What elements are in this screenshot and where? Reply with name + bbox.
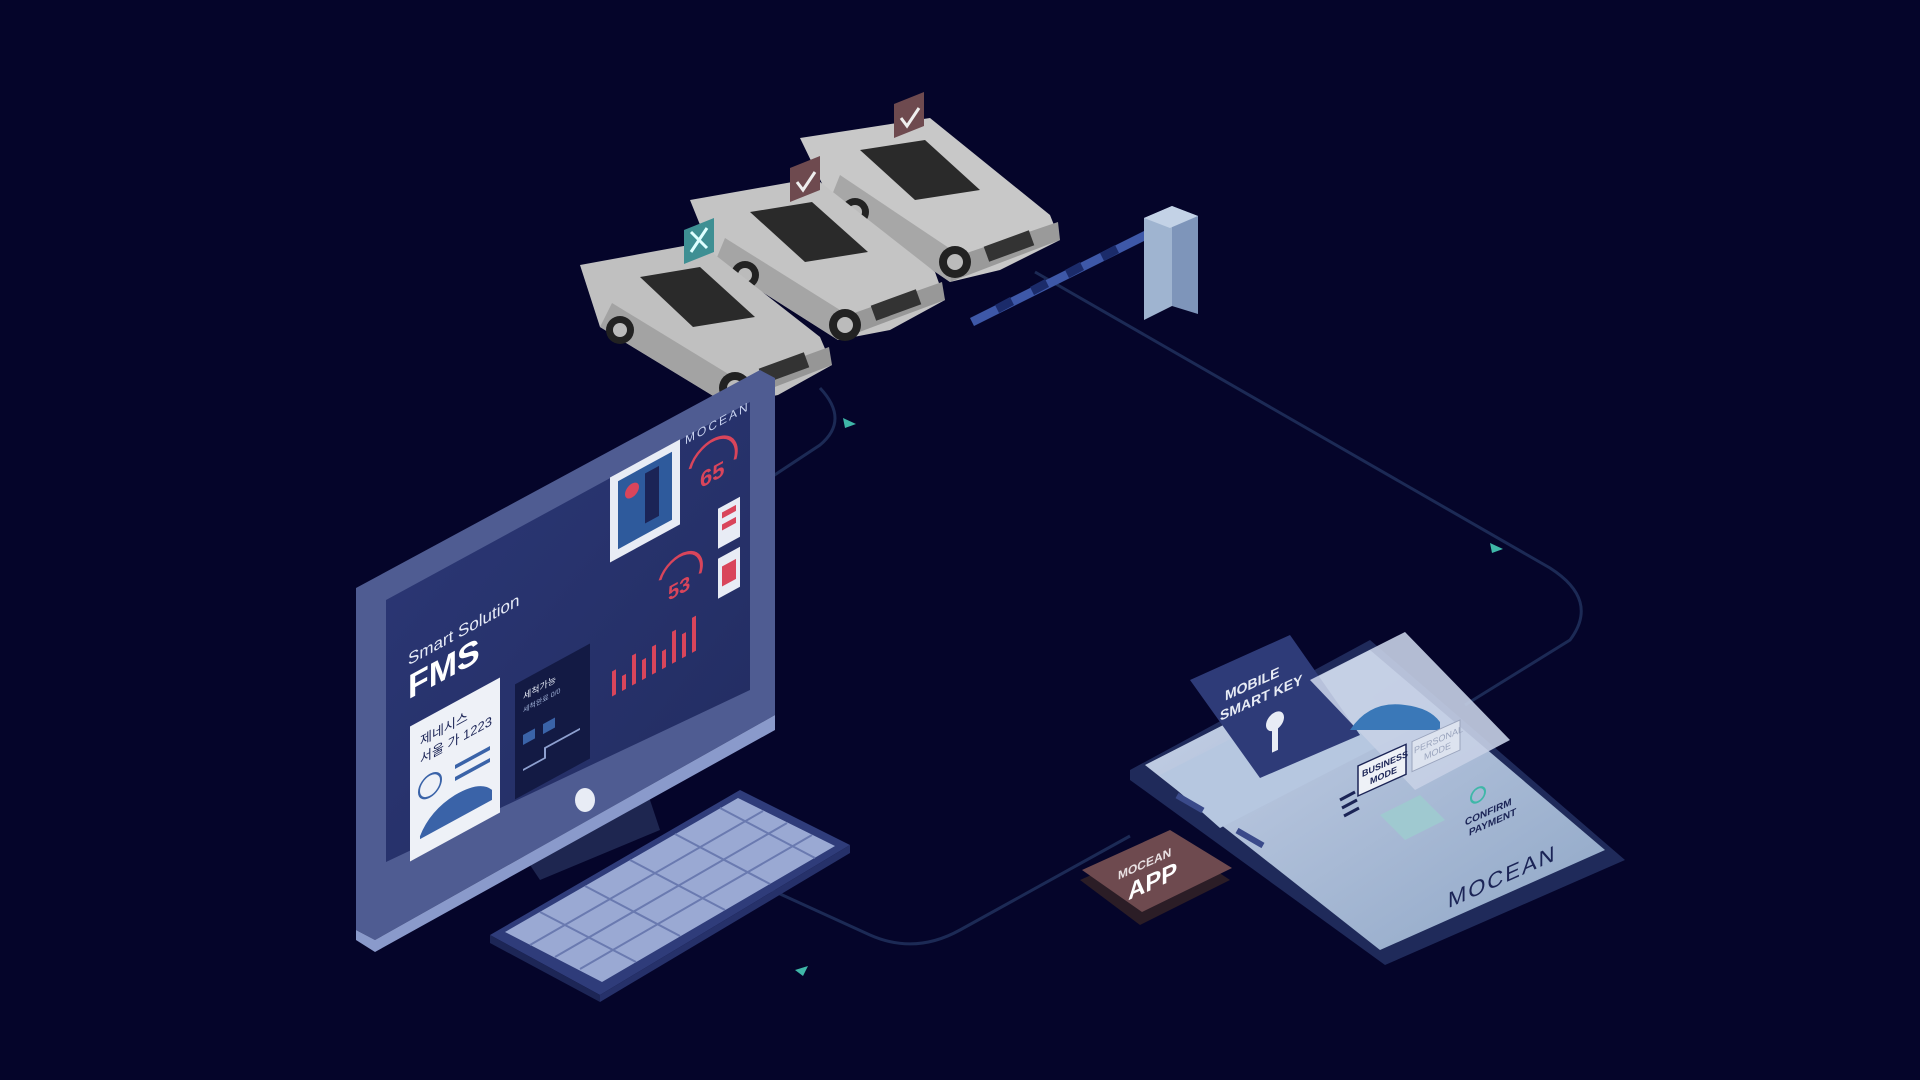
car-1 xyxy=(580,243,832,405)
gauge-icon xyxy=(418,771,442,800)
check-icon xyxy=(899,107,921,129)
check-icon xyxy=(795,171,817,193)
arrow-icon xyxy=(1490,543,1503,553)
list-lines xyxy=(1339,790,1360,818)
flow-arrows xyxy=(795,418,1503,976)
tools-icon xyxy=(455,745,490,782)
car-badge-maintenance xyxy=(684,218,714,264)
business-mode-button[interactable] xyxy=(1357,743,1407,797)
fleet-cars xyxy=(580,92,1060,405)
keyboard[interactable] xyxy=(490,790,850,1002)
desktop-monitor: MOCEAN Smart Solution FMS 제네시스 서울 가 1223… xyxy=(356,370,775,952)
power-button[interactable] xyxy=(575,788,595,812)
personal-mode-button[interactable] xyxy=(1411,719,1461,773)
check-circle-icon xyxy=(1470,786,1486,804)
smartphone: MOBILE SMART KEY BUSINESS MODE PERSONAL … xyxy=(1130,632,1625,965)
credit-card-icon xyxy=(1380,795,1445,840)
car-2 xyxy=(690,178,945,341)
wrench-icon xyxy=(689,227,709,253)
car-icon xyxy=(420,786,492,840)
key-icon xyxy=(1266,711,1284,732)
alert-icon xyxy=(625,482,639,499)
bar-chart xyxy=(612,615,696,697)
arrow-icon xyxy=(795,966,808,976)
parking-barrier xyxy=(970,206,1198,326)
arrow-icon xyxy=(843,418,856,428)
smart-key-card[interactable] xyxy=(1190,635,1360,778)
car-3 xyxy=(800,118,1060,282)
car-badge-ok xyxy=(790,156,820,202)
connection-path xyxy=(709,270,1583,946)
car-icon xyxy=(1350,704,1440,730)
car-badge-ok xyxy=(894,92,924,138)
mocean-app-badge[interactable]: MOCEAN APP xyxy=(1080,830,1232,925)
